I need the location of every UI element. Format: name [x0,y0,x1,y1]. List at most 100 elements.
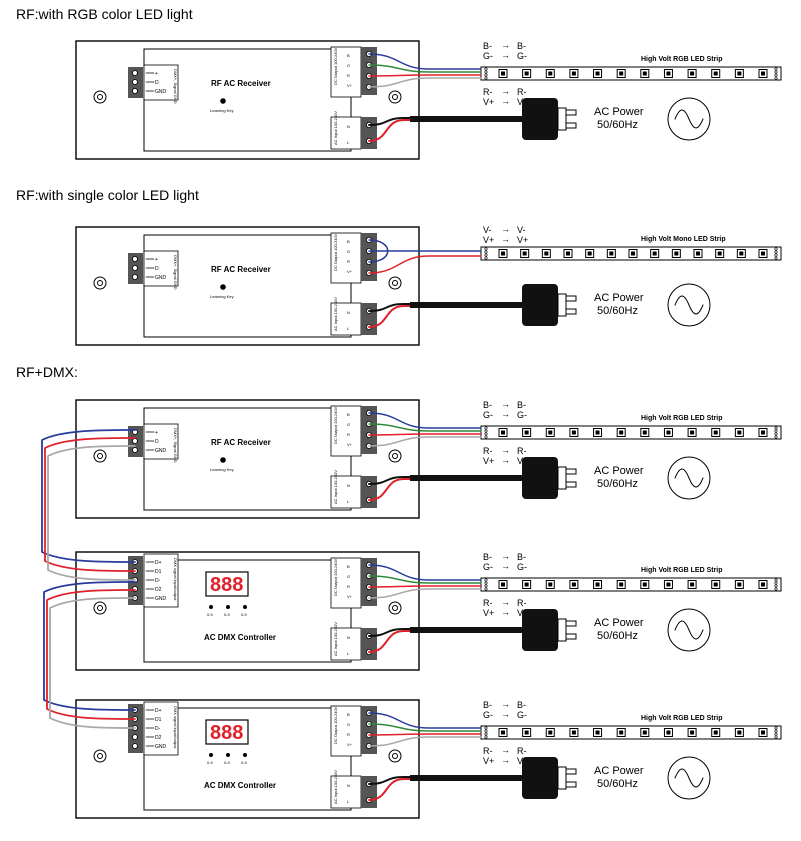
mapping-arrow: → [501,455,510,465]
dc-output-wire [368,588,482,599]
plug-prong [565,308,577,315]
dc-output-wire [368,564,482,581]
plug-prong [565,295,577,302]
seven-segment-display [205,571,249,597]
ac-frequency-label: 50/60Hz [597,778,638,790]
mapping-to: G- [517,410,527,420]
ac-input-label: AC Input 100-240V [333,111,338,145]
strip-pad [774,70,778,74]
mount-hole-inner [392,605,398,611]
plug-collar [557,618,567,642]
strip-pad [774,581,778,585]
ac-terminal-label: N [347,635,350,640]
mapping-to: V- [517,225,526,235]
dc-terminal-label: G [347,574,350,579]
left-terminal-label: GND [155,744,167,750]
mapping-from: G- [483,710,493,720]
power-cable [410,116,525,122]
ac-wire-n [368,476,416,485]
led-chip-core [666,430,671,435]
left-terminal-label: GND [155,275,167,281]
plug-body [522,457,558,499]
ac-terminal-label: L [347,799,350,804]
dc-terminal-label: R [347,584,350,589]
terminal-screw [132,88,138,94]
mapping-to: B- [517,700,526,710]
strip-pad [774,735,778,739]
ac-frequency-label: 50/60Hz [597,478,638,490]
dc-output-wire [368,433,482,436]
led-chip-core [522,251,527,256]
led-chip-core [761,251,765,256]
dc-terminal-label: V+ [347,742,353,747]
dc-output-label: DC Output 100-240V [333,558,338,596]
ac-terminal-block [361,303,377,335]
dc-terminal-label: B [347,412,350,417]
led-chip-core [571,730,576,735]
mapping-to: B- [517,41,526,51]
mapping-from: R- [483,87,493,97]
mapping-arrow: → [501,745,510,755]
led-chip-core [737,71,742,76]
dmx-link-wire [41,429,136,563]
led-chip-core [524,430,529,435]
led-chip-core [566,251,570,256]
left-terminal-label: D1 [155,569,162,575]
left-terminal-label: + [155,257,158,263]
ac-power-label: AC Power [594,106,644,118]
ac-power-label: AC Power [594,617,644,629]
ac-power-label: AC Power [594,465,644,477]
plug-body [522,757,558,799]
dc-terminal-label: B [347,239,350,244]
dc-terminal-block [361,406,377,454]
mount-hole-inner [97,605,103,611]
power-cable [410,775,525,781]
mapping-arrow: → [501,607,510,617]
dc-terminal-label: V+ [347,594,353,599]
led-chip-core [690,582,695,587]
strip-pad [774,256,778,260]
mount-hole-inner [392,453,398,459]
led-chip-core [548,430,553,435]
dc-output-label-box [330,705,362,757]
ac-wire-n [368,776,416,785]
dc-output-label: DC Output 100-240V [333,47,338,85]
led-chip-core [501,71,505,76]
ac-input-label-box [330,627,362,661]
mapping-from: G- [483,51,493,61]
led-chip-core [737,430,742,435]
dc-terminal-label: G [347,249,350,254]
plug-collar [557,466,567,490]
mapping-arrow: → [501,597,510,607]
device-name: AC DMX Controller [204,781,276,790]
ac-terminal-label: N [347,124,350,129]
strip-pad [484,426,488,430]
left-terminal-vertical-label: DMX+, Signal GND [173,428,178,463]
mount-hole [93,276,107,290]
mapping-to: B- [517,400,526,410]
mount-hole [388,449,402,463]
mapping-arrow: → [501,50,510,60]
led-chip-core [548,71,553,76]
address-knob-label: 0-9 [207,760,214,765]
strip-pad [774,432,778,436]
mapping-from: V+ [483,756,494,766]
led-strip-body [480,577,782,592]
led-chip-core [761,730,765,735]
ac-input-label: AC Input 100-240V [333,622,338,656]
mapping-to: G- [517,562,527,572]
led-chip-core [501,582,505,587]
led-chip-core [548,730,553,735]
led-chip-core [666,582,671,587]
led-chip-core [524,71,529,76]
mapping-to: R- [517,446,527,456]
led-chip-core [674,251,679,256]
strip-pad [484,429,488,433]
led-chip-core [739,251,744,256]
mount-hole-inner [392,753,398,759]
terminal-screw [132,70,138,76]
dmx-link-wire [43,581,136,711]
plug-prong [565,620,577,627]
strip-pad [774,587,778,591]
mount-hole [93,749,107,763]
